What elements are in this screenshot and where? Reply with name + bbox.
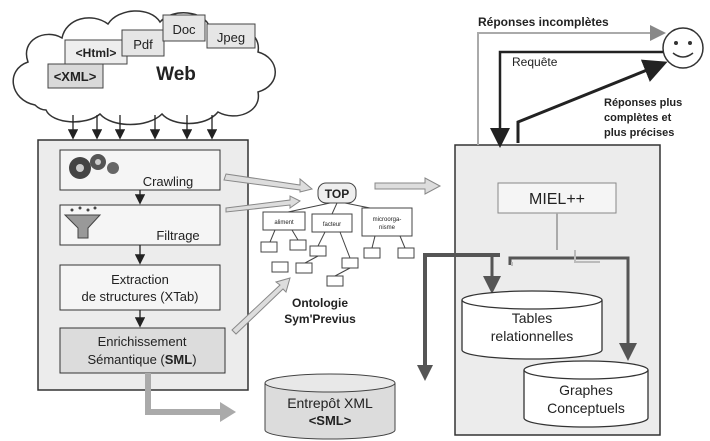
ontology-graph: TOP aliment facteur microorga-nisme [260,182,415,287]
miel-box: MIEL++ [497,182,617,214]
crawling-label: Crawling [143,174,194,189]
tables-line1: Tables [512,310,552,326]
reponses-plus-line2: complètes et [604,112,672,124]
cloud-to-pipeline-arrows [67,115,218,140]
ontology-label-line2: Sym'Previus [284,312,356,326]
reponses-plus-line1: Réponses plus [604,97,682,109]
doc-html-label: <Html> [76,46,117,60]
miel-connections [483,213,637,361]
filtrage-box: Filtrage [59,204,221,246]
doc-html: <Html> [64,39,128,65]
enrich-line2: Sémantique (SML) [87,352,196,367]
node-aliment: aliment [274,220,294,226]
enrich-line1: Enrichissement [98,334,187,349]
arrow-requete [490,50,663,148]
doc-jpeg: Jpeg [206,23,256,49]
arrow-reponses-plus [516,59,668,143]
node-microorganisme: microorga-nisme [373,217,402,231]
arrow-miel-warehouse [423,253,500,370]
graphes-line1: Graphes [559,382,613,398]
miel-label: MIEL++ [529,191,585,208]
ontology-label-line1: Ontologie [292,296,348,310]
doc-doc-label: Doc [172,22,196,37]
doc-pdf: Pdf [121,29,165,57]
requete-label: Requête [512,55,558,69]
funnel-icon [63,206,102,239]
user-smiley-icon [662,27,704,69]
ontology-links [223,173,442,335]
graphes-line2: Conceptuels [547,400,625,416]
doc-xml: <XML> [47,63,104,89]
tables-line2: relationnelles [491,328,574,344]
doc-doc: Doc [162,14,206,42]
extraction-box: Extraction de structures (XTab) [59,264,221,311]
tables-cylinder: Tables relationnelles [461,290,603,360]
doc-jpeg-label: Jpeg [217,30,245,45]
enrichissement-box: Enrichissement Sémantique (SML) [59,327,226,374]
web-label: Web [156,64,196,85]
reponses-plus-line3: plus précises [604,127,674,139]
doc-pdf-label: Pdf [133,37,153,52]
node-facteur: facteur [323,222,341,228]
filtrage-label: Filtrage [156,228,199,243]
extraction-line1: Extraction [111,272,169,287]
crawling-box: Crawling [59,149,221,191]
warehouse-line1: Entrepôt XML [287,395,373,411]
arrow-to-warehouse [145,373,222,415]
graphes-cylinder: Graphes Conceptuels [523,360,649,428]
top-label: TOP [325,187,349,201]
gears-icon [69,154,119,179]
extraction-line2: de structures (XTab) [81,289,198,304]
arrow-to-warehouse-head [220,402,236,422]
reponses-incompletes-label: Réponses incomplètes [478,15,609,29]
arrow-miel-warehouse-head [417,365,433,381]
doc-xml-label: <XML> [54,69,97,84]
arrow-reponses-incompletes [477,25,666,145]
warehouse-line2: <SML> [309,413,352,428]
warehouse-cylinder: Entrepôt XML <SML> [264,373,396,440]
